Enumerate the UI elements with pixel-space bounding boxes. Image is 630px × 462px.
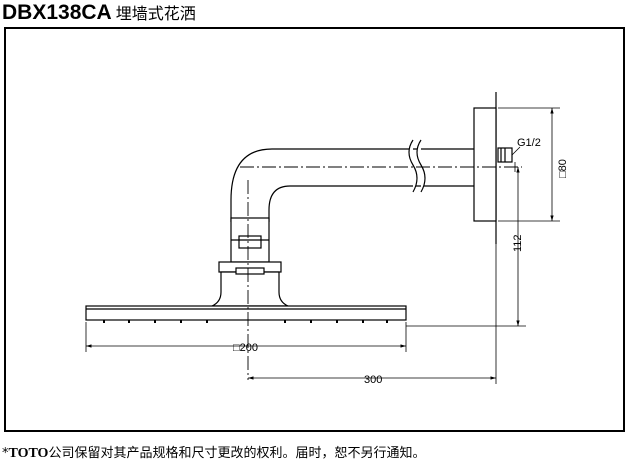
head-size-label: □200 [233, 342, 258, 354]
footer-notice: *TOTO公司保留对其产品规格和尺寸更改的权利。届时，恕不另行通知。 [2, 442, 425, 462]
arm-length-label: 300 [364, 374, 382, 386]
product-name: 埋墙式花洒 [115, 4, 196, 23]
flange-size-label: □80 [557, 159, 569, 178]
shower-arm [230, 148, 474, 222]
head-bell [211, 271, 289, 307]
drawing-frame [4, 27, 625, 432]
break-mark [408, 139, 418, 193]
model-number: DBX138CA [2, 1, 112, 24]
drop-height-label: 112 [512, 234, 524, 252]
shower-head-plate [85, 305, 407, 321]
wall-flange [473, 107, 497, 222]
brand-name: TOTO [8, 446, 49, 461]
thread-label: G1/2 [517, 137, 541, 149]
notice-text: 公司保留对其产品规格和尺寸更改的权利。届时，恕不另行通知。 [48, 446, 426, 461]
nozzle-dots [103, 320, 388, 323]
footnote-asterisk: * [2, 446, 9, 461]
